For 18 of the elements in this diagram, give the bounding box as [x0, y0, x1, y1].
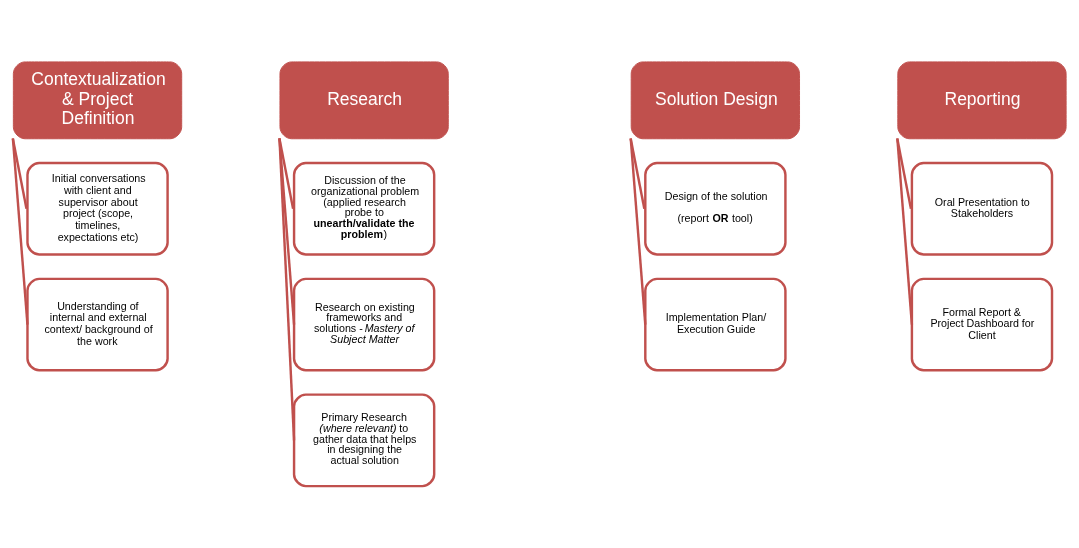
node-box: Design of the solution (report OR tool): [644, 161, 787, 256]
node-box: Solution Design: [630, 61, 800, 140]
node-box: Reporting: [897, 61, 1067, 140]
node-box: Initial conversations with client and supervisor about project (scope, timelines, expectations etc): [26, 161, 169, 256]
node-box: Contextualization & Project Definition: [12, 61, 183, 140]
node-box: Implementation Plan/ Execution Guide: [644, 277, 787, 372]
node-box: Formal Report & Project Dashboard for Client: [910, 277, 1054, 372]
connector: [11, 138, 29, 325]
node-box: Understanding of internal and external context/ background of the work: [26, 277, 169, 372]
node-box: Research on existing frameworks and solutions - Mastery of Subject Matter: [292, 277, 436, 372]
connector: [278, 138, 296, 441]
connector: [11, 138, 28, 210]
connector: [629, 138, 647, 325]
node-box: Discussion of the organizational problem (applied research probe to unearth/validate the problem): [292, 161, 436, 256]
node-box: Research: [279, 61, 449, 140]
connector: [896, 138, 914, 325]
node-box: Primary Research (where relevant) to gather data that helps in designing the actual solution: [292, 393, 436, 488]
node-box: Oral Presentation to Stakeholders: [910, 161, 1054, 256]
